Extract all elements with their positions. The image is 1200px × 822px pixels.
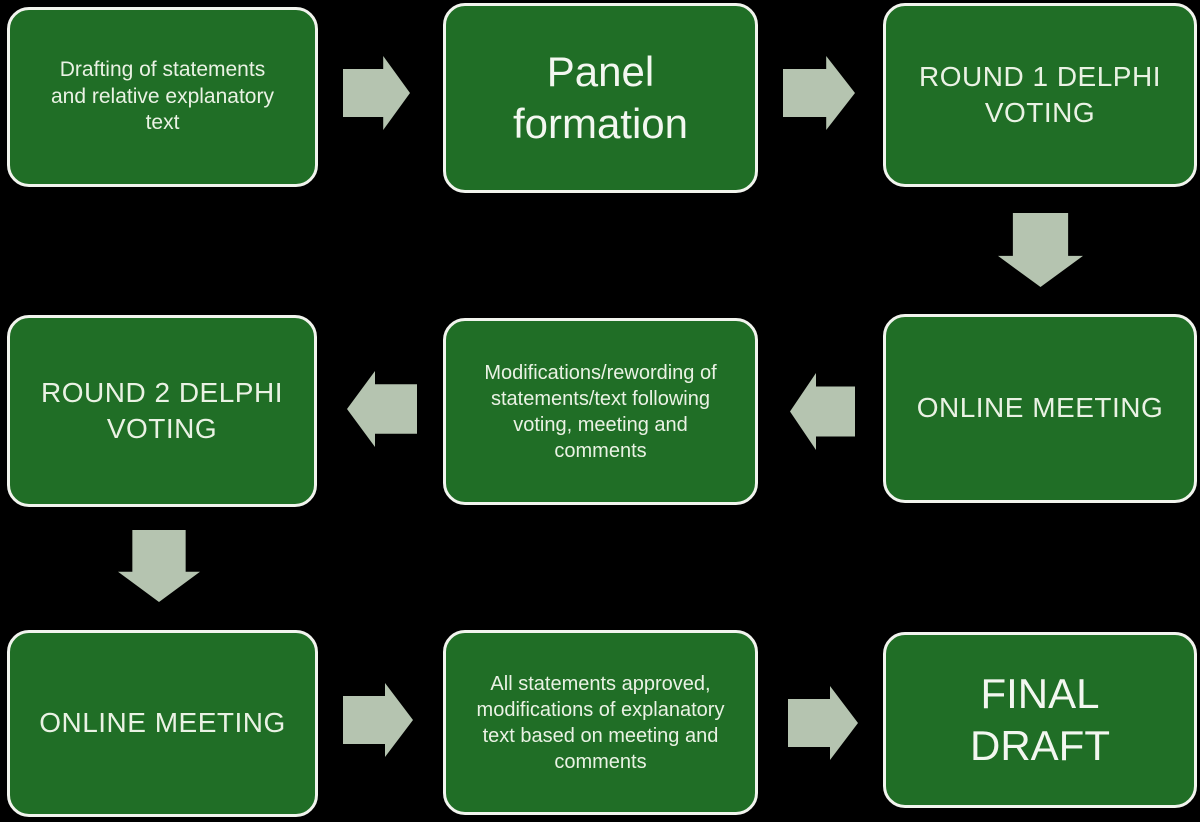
right-arrow-icon (783, 56, 855, 130)
left-arrow-icon (790, 373, 855, 450)
down-arrow-icon (118, 530, 200, 602)
node-round2-delphi-voting: ROUND 2 DELPHI VOTING (7, 315, 317, 507)
node-statements-approved: All statements approved, modifications o… (443, 630, 758, 815)
node-round1-delphi-voting: ROUND 1 DELPHI VOTING (883, 3, 1197, 187)
right-arrow-icon (343, 683, 413, 757)
node-modifications-rewording: Modifications/rewording of statements/te… (443, 318, 758, 505)
node-panel-formation: Panel formation (443, 3, 758, 193)
right-arrow-icon (788, 686, 858, 760)
node-final-draft: FINAL DRAFT (883, 632, 1197, 808)
node-drafting-statements: Drafting of statements and relative expl… (7, 7, 318, 187)
right-arrow-icon (343, 56, 410, 130)
down-arrow-icon (998, 213, 1083, 287)
node-online-meeting-1: ONLINE MEETING (883, 314, 1197, 503)
node-online-meeting-2: ONLINE MEETING (7, 630, 318, 817)
left-arrow-icon (347, 371, 417, 447)
